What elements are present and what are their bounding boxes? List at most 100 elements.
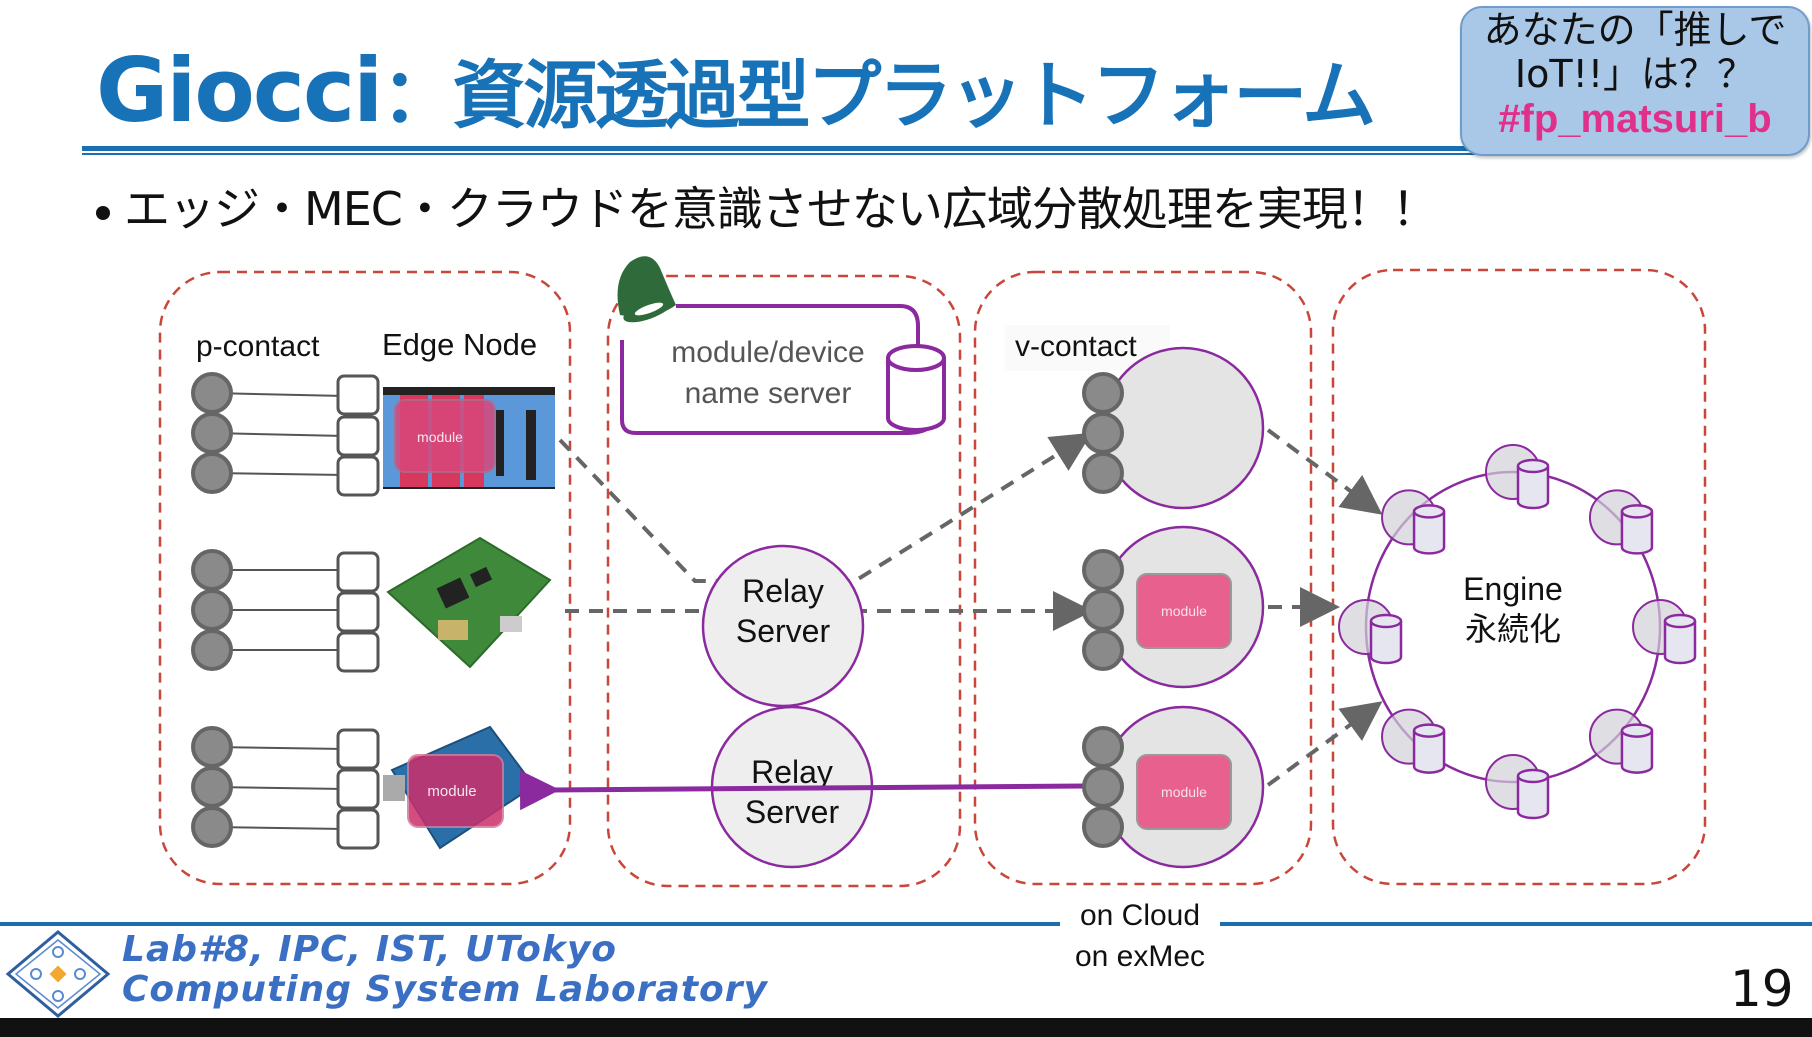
database-icon <box>1516 768 1550 820</box>
port-box <box>336 591 380 633</box>
engine-node <box>1485 444 1550 510</box>
module-label: module <box>1161 603 1207 619</box>
edge-panel <box>158 270 572 886</box>
v-contact-label: v-contact <box>1015 330 1137 363</box>
page-number: 19 <box>1730 960 1794 1018</box>
database-icon <box>1412 504 1446 555</box>
engine-node <box>1338 599 1403 665</box>
lab-name-line-1: Lab#8, IPC, IST, UTokyo <box>122 929 618 970</box>
p-contact-node <box>191 589 233 631</box>
v-contact-group-2: module <box>1082 525 1265 689</box>
port-box <box>336 455 380 497</box>
edge-contact-group-1 <box>191 372 380 497</box>
edge-contact-group-3 <box>191 726 380 850</box>
engine-ring <box>1338 444 1697 820</box>
lab-logo-icon <box>4 928 112 1020</box>
p-contact-node <box>191 452 233 494</box>
cloud-panel <box>973 270 1313 886</box>
port-box <box>336 808 380 850</box>
callout-hashtag: #fp_matsuri_b <box>1498 97 1772 141</box>
relay-panel <box>606 274 962 888</box>
module-label: module <box>1161 784 1207 800</box>
v-contact-node <box>1082 412 1124 454</box>
database-icon <box>1412 723 1446 774</box>
port-box <box>336 631 380 673</box>
port-box <box>336 728 380 770</box>
engine-node <box>1588 489 1654 555</box>
relay-label-2: Server <box>745 794 840 830</box>
title-underline-thin <box>82 153 1732 155</box>
engine-label: Engine <box>1463 571 1563 607</box>
lab-name: Lab#8, IPC, IST, UTokyo Computing System… <box>122 930 768 1010</box>
callout-line-1: あなたの「推しで <box>1483 8 1787 52</box>
module-label: module <box>427 783 476 800</box>
solid-flow-vcontact-to-arduino <box>519 770 1087 811</box>
deployment-label: on Cloud on exMec <box>1060 895 1220 977</box>
engine-node <box>1381 708 1446 774</box>
module-overlay <box>394 399 496 473</box>
p-contact-node <box>191 766 233 808</box>
on-exmec-label: on exMec <box>1074 940 1206 973</box>
relay-label-1: Relay <box>742 573 824 609</box>
title-japanese: 資源透過型プラットフォーム <box>452 53 1376 139</box>
dashed-flow-v3-to-engine <box>1266 701 1383 787</box>
database-icon <box>1369 613 1403 665</box>
name-server-label-2: name server <box>685 377 852 410</box>
p-contact-node <box>191 372 233 414</box>
module-overlay <box>407 754 504 828</box>
v-contact-group-1 <box>1082 346 1265 510</box>
v-contact-node <box>1082 726 1124 768</box>
p-contact-node <box>191 726 233 768</box>
v-contact-node <box>1082 549 1124 591</box>
bottom-bar <box>0 1018 1812 1037</box>
relay-label-2: Server <box>736 613 831 649</box>
engine-node <box>1381 489 1446 555</box>
on-cloud-label: on Cloud <box>1079 899 1201 932</box>
lab-name-line-2: Computing System Laboratory <box>122 969 768 1010</box>
v-contact-node <box>1082 452 1124 494</box>
v-contact-node <box>1082 766 1124 808</box>
p-contact-node <box>191 806 233 848</box>
p-contact-label: p-contact <box>196 330 320 363</box>
relay-label-1: Relay <box>751 754 833 790</box>
v-contact-node <box>1082 629 1124 671</box>
v-contact-node <box>1082 806 1124 848</box>
name-server: module/device name server <box>620 304 946 435</box>
database-icon <box>886 344 946 432</box>
title-latin: Giocci <box>96 39 383 142</box>
bullet-text: エッジ・MEC・クラウドを意識させない広域分散処理を実現！！ <box>124 182 1438 236</box>
engine-node <box>1632 599 1697 665</box>
name-server-label-1: module/device <box>671 336 864 369</box>
v-contact-node <box>1082 589 1124 631</box>
v-contact-group-3: module <box>1082 705 1265 869</box>
module-box <box>1136 754 1232 830</box>
engine-node <box>1588 708 1654 774</box>
edge-node-label: Edge Node <box>382 327 537 362</box>
dashed-flow-v1-to-engine <box>1266 428 1383 515</box>
port-box <box>336 374 380 416</box>
engine-panel <box>1331 268 1707 886</box>
hashtag-callout: あなたの「推しで IoT!!」は？？ #fp_matsuri_b <box>1460 6 1810 156</box>
p-contact-node <box>191 412 233 454</box>
bullet-dot-icon <box>96 205 110 220</box>
p-contact-node <box>191 549 233 591</box>
engine-persistence-label: 永続化 <box>1465 610 1561 648</box>
database-icon <box>1516 458 1550 510</box>
database-icon <box>1620 504 1654 555</box>
database-icon <box>1663 613 1697 665</box>
p-contact-node <box>191 629 233 671</box>
bell-icon <box>617 256 676 323</box>
arduino-device-image: module <box>383 725 536 850</box>
port-box <box>336 768 380 810</box>
title-underline <box>82 146 1732 151</box>
module-box <box>1136 573 1232 649</box>
title-separator: ： <box>381 53 455 139</box>
relay-server-1: Relay Server <box>701 544 865 708</box>
edge-contact-group-2 <box>191 549 380 673</box>
bullet-point: エッジ・MEC・クラウドを意識させない広域分散処理を実現！！ <box>96 178 1438 240</box>
callout-line-2: IoT!!」は？？ <box>1514 52 1756 96</box>
database-icon <box>1620 723 1654 774</box>
module-label: module <box>417 429 463 445</box>
v-contact-node <box>1082 372 1124 414</box>
